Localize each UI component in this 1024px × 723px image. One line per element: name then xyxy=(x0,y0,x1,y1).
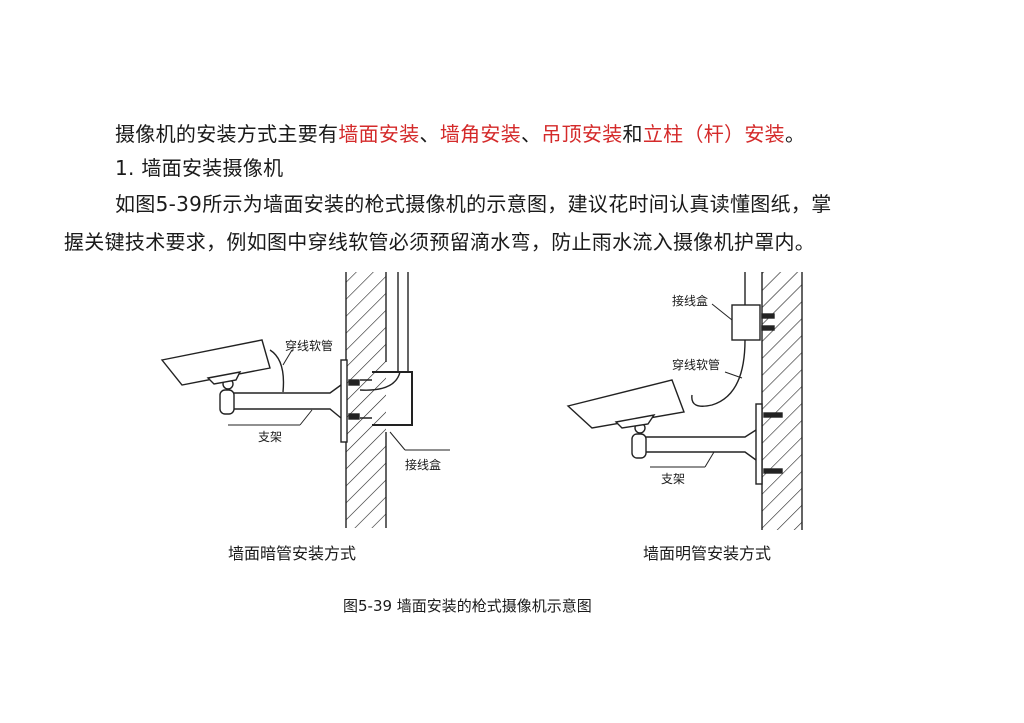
separator: 、 xyxy=(419,122,440,146)
left-box-label: 接线盒 xyxy=(405,458,442,472)
right-junction-box xyxy=(691,272,775,407)
left-bracket xyxy=(219,378,342,419)
left-mount-plate xyxy=(340,359,360,443)
method-pole: 立柱（杆）安装 xyxy=(642,122,785,146)
left-hose-label: 穿线软管 xyxy=(285,339,334,353)
left-junction-box xyxy=(359,371,413,426)
body-line-1: 如图5-39所示为墙面安装的枪式摄像机的示意图，建议花时间认真读懂图纸，掌 xyxy=(115,192,832,216)
right-wall xyxy=(761,272,803,530)
body-line-2: 握关键技术要求，例如图中穿线软管必须预留滴水弯，防止雨水流入摄像机护罩内。 xyxy=(64,230,816,254)
intro-paragraph: 摄像机的安装方式主要有墙面安装、墙角安装、吊顶安装和立柱（杆）安装。 xyxy=(115,118,805,147)
right-mount-plate xyxy=(755,403,783,485)
left-leader-lines xyxy=(228,349,450,451)
method-corner: 墙角安装 xyxy=(439,122,522,146)
intro-text: 摄像机的安装方式主要有 xyxy=(115,122,339,146)
period: 。 xyxy=(784,122,806,146)
right-leader-lines xyxy=(650,303,743,468)
right-hose-label: 穿线软管 xyxy=(672,358,721,372)
method-ceiling: 吊顶安装 xyxy=(541,122,623,146)
right-bracket-label: 支架 xyxy=(661,472,686,486)
section-heading: 1. 墙面安装摄像机 xyxy=(115,156,284,180)
separator: 、 xyxy=(521,122,542,146)
right-diagram-title: 墙面明管安装方式 xyxy=(643,544,772,563)
conjunction: 和 xyxy=(622,122,643,146)
right-box-label: 接线盒 xyxy=(672,294,709,308)
left-bracket-label: 支架 xyxy=(258,430,283,444)
right-camera xyxy=(566,379,685,429)
left-camera xyxy=(160,339,285,393)
right-bracket xyxy=(631,422,757,461)
method-wall: 墙面安装 xyxy=(338,122,420,146)
left-diagram-title: 墙面暗管安装方式 xyxy=(228,544,357,563)
figure-caption: 图5-39 墙面安装的枪式摄像机示意图 xyxy=(343,597,592,615)
left-wall xyxy=(345,272,409,528)
